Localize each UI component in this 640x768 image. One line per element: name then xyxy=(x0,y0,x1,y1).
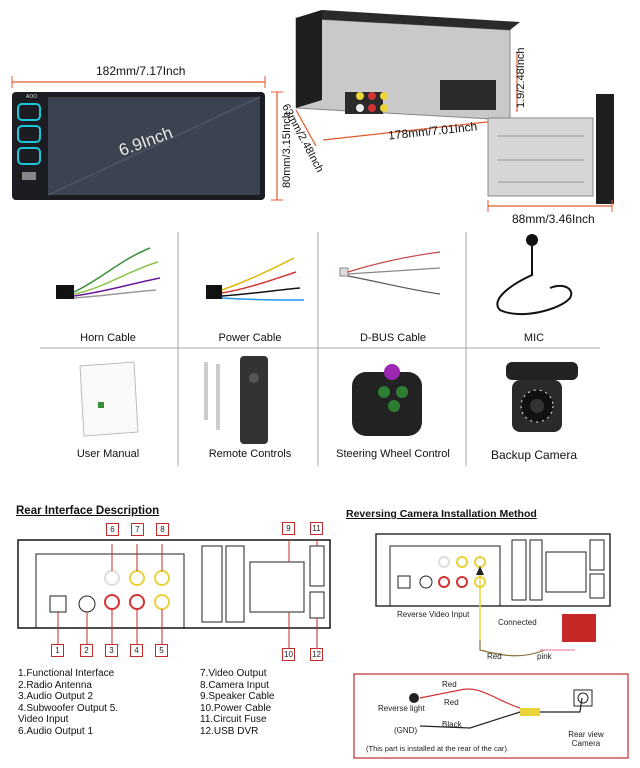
rear-view-camera-label: Rear view Camera xyxy=(568,730,604,748)
legend-right: 7.Video Output 8.Camera Input 9.Speaker … xyxy=(200,668,330,737)
accessory-label: User Manual xyxy=(76,448,140,460)
callout-number: 7 xyxy=(131,523,144,536)
red-wire-label-2: Red xyxy=(442,680,457,689)
callout-number: 3 xyxy=(105,644,118,657)
callout-number: 1 xyxy=(51,644,64,657)
legend-item: 6.Audio Output 1 xyxy=(18,725,94,737)
legend-item: 2.Radio Antenna xyxy=(18,679,92,691)
pink-wire-label: pink xyxy=(537,652,552,661)
callout-number: 11 xyxy=(310,522,323,535)
user-manual-icon xyxy=(79,361,139,437)
accessory-label: Backup Camera xyxy=(490,448,578,462)
dbus-cable-icon xyxy=(339,251,441,295)
reversing-title: Reversing Camera Installation Method xyxy=(346,508,537,520)
legend-item: 9.Speaker Cable xyxy=(200,691,275,702)
head-unit-rear xyxy=(487,94,614,204)
panel-brand-label: AOO xyxy=(26,94,38,100)
connected-label: Connected xyxy=(498,618,537,627)
legend-item: 11.Circuit Fuse xyxy=(200,714,267,725)
width-dimension-label: 182mm/7.17Inch xyxy=(96,64,186,78)
gnd-label: (GND) xyxy=(394,726,418,735)
remote-control-icon xyxy=(204,356,268,444)
microphone-icon xyxy=(496,234,573,315)
dimension-drawing xyxy=(11,10,614,212)
head-unit-front xyxy=(12,92,265,200)
callout-number: 5 xyxy=(155,644,168,657)
steering-wheel-control-icon xyxy=(352,364,422,436)
reverse-light-label: Reverse light xyxy=(378,704,425,713)
callout-number: 9 xyxy=(282,522,295,535)
accessories-grid-lines xyxy=(40,232,600,466)
power-cable-icon xyxy=(206,257,305,301)
installation-note: (This part is installed at the rear of t… xyxy=(366,744,509,753)
callout-number: 8 xyxy=(156,523,169,536)
callout-number: 2 xyxy=(80,644,93,657)
legend-item: 8.Camera Input xyxy=(200,679,269,691)
legend-item: 3.Audio Output 2 xyxy=(18,691,94,702)
reverse-video-input-label: Reverse Video Input xyxy=(397,610,470,619)
legend-left: 1.Functional Interface 2.Radio Antenna 3… xyxy=(18,668,198,737)
backup-camera-icon xyxy=(506,362,578,432)
horn-cable-icon xyxy=(56,247,161,299)
callout-number: 12 xyxy=(310,648,323,661)
rear-interface-title: Rear Interface Description xyxy=(16,505,160,517)
legend-item: 12.USB DVR xyxy=(200,725,259,737)
accessory-label: Steering Wheel Control xyxy=(336,448,450,460)
legend-item: 1.Functional Interface xyxy=(18,668,115,679)
legend-item: 10.Power Cable xyxy=(200,702,272,714)
legend-item: 7.Video Output xyxy=(200,668,267,679)
black-wire-label: Black xyxy=(442,720,462,729)
red-wire-label: Red xyxy=(487,652,502,661)
accessory-label: MIC xyxy=(523,332,545,344)
head-unit-chassis xyxy=(295,10,520,121)
callout-number: 10 xyxy=(282,648,295,661)
accessory-label: D-BUS Cable xyxy=(359,332,427,344)
rear-width-label: 88mm/3.46Inch xyxy=(512,212,595,226)
legend-item: Video Input xyxy=(18,714,69,725)
callout-number: 6 xyxy=(106,523,119,536)
callout-number: 4 xyxy=(130,644,143,657)
accessory-label: Remote Controls xyxy=(208,448,292,460)
legend-item: 4.Subwoofer Output 5. xyxy=(18,702,119,714)
red-wire-label-3: Red xyxy=(444,698,459,707)
accessory-label: Horn Cable xyxy=(80,332,136,344)
accessory-label: Power Cable xyxy=(218,332,282,344)
